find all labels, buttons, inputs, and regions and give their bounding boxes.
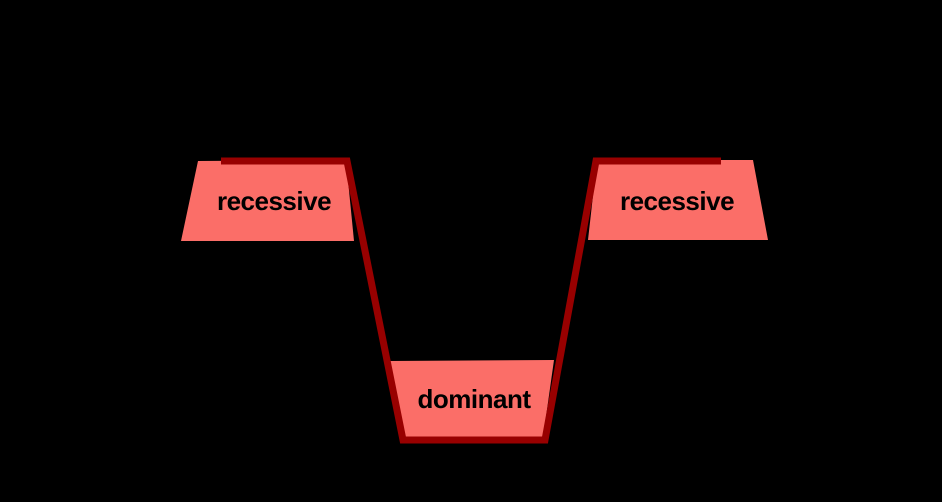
landscape-outline xyxy=(221,157,721,444)
left-recessive-region xyxy=(181,160,354,241)
right-recessive-region xyxy=(588,160,768,240)
left-recessive-label: recessive xyxy=(217,186,331,216)
right-recessive-label: recessive xyxy=(620,186,734,216)
dominant-region xyxy=(389,360,554,438)
dominant-label: dominant xyxy=(418,384,532,414)
